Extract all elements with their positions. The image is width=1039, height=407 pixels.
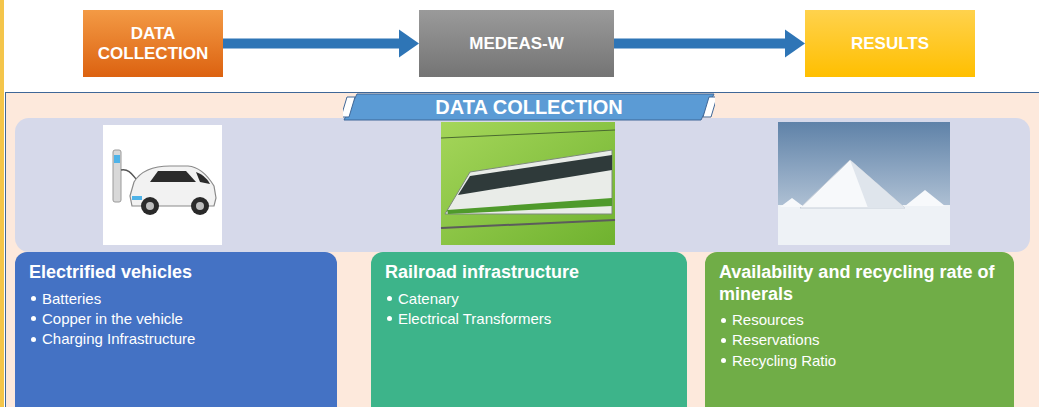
data-panel: DATA COLLECTION Electrified vehiclesBatte…	[5, 92, 1039, 407]
bullet-dot	[721, 318, 726, 323]
result-box: RESULTS	[805, 10, 975, 77]
bullet-dot	[721, 338, 726, 343]
salt-flat-illustration	[778, 122, 950, 245]
category-heading: Railroad infrastructure	[385, 262, 579, 282]
car-illustration	[103, 125, 222, 245]
arrow-shaft	[223, 39, 400, 49]
category-heading: Electrified vehicles	[29, 262, 192, 282]
bullet-dot	[387, 296, 392, 301]
bullet-dot	[31, 296, 36, 301]
category-box: Railroad infrastructureCatenaryElectrica…	[371, 252, 687, 407]
process-box: MEDEAS-W	[419, 10, 614, 77]
bullet-dot	[31, 316, 36, 321]
image-band	[15, 118, 1030, 252]
train-illustration	[441, 122, 615, 245]
bullet-item: Reservations	[732, 330, 820, 350]
banner: DATA COLLECTION	[343, 93, 715, 121]
flow-arrow	[614, 30, 805, 58]
bullet-item: Electrical Transformers	[398, 309, 551, 329]
bullet-dot	[387, 316, 392, 321]
category-box: Availability and recycling rate of miner…	[705, 252, 1014, 407]
bullet-dot	[31, 337, 36, 342]
arrow-shaft	[614, 39, 786, 49]
side-strip	[0, 0, 4, 407]
bullet-item: Catenary	[398, 289, 459, 309]
box-label: MEDEAS-W	[469, 34, 563, 54]
bullet-item: Charging Infrastructure	[42, 329, 195, 349]
panel-heading: DATA COLLECTION	[435, 96, 622, 119]
category-heading: Availability and recycling rate of miner…	[719, 262, 994, 304]
box-label: RESULTS	[851, 34, 929, 54]
bullet-dot	[721, 358, 726, 363]
bullet-item: Recycling Ratio	[732, 351, 836, 371]
arrow-head	[785, 30, 805, 58]
bullet-item: Resources	[732, 310, 804, 330]
bullet-item: Batteries	[42, 289, 101, 309]
flow-arrow	[223, 30, 419, 58]
category-box: Electrified vehiclesBatteriesCopper in t…	[15, 252, 337, 407]
bullet-item: Copper in the vehicle	[42, 309, 183, 329]
process-box: DATA COLLECTION	[83, 10, 223, 77]
box-label: DATA COLLECTION	[91, 24, 215, 63]
arrow-head	[399, 30, 419, 58]
